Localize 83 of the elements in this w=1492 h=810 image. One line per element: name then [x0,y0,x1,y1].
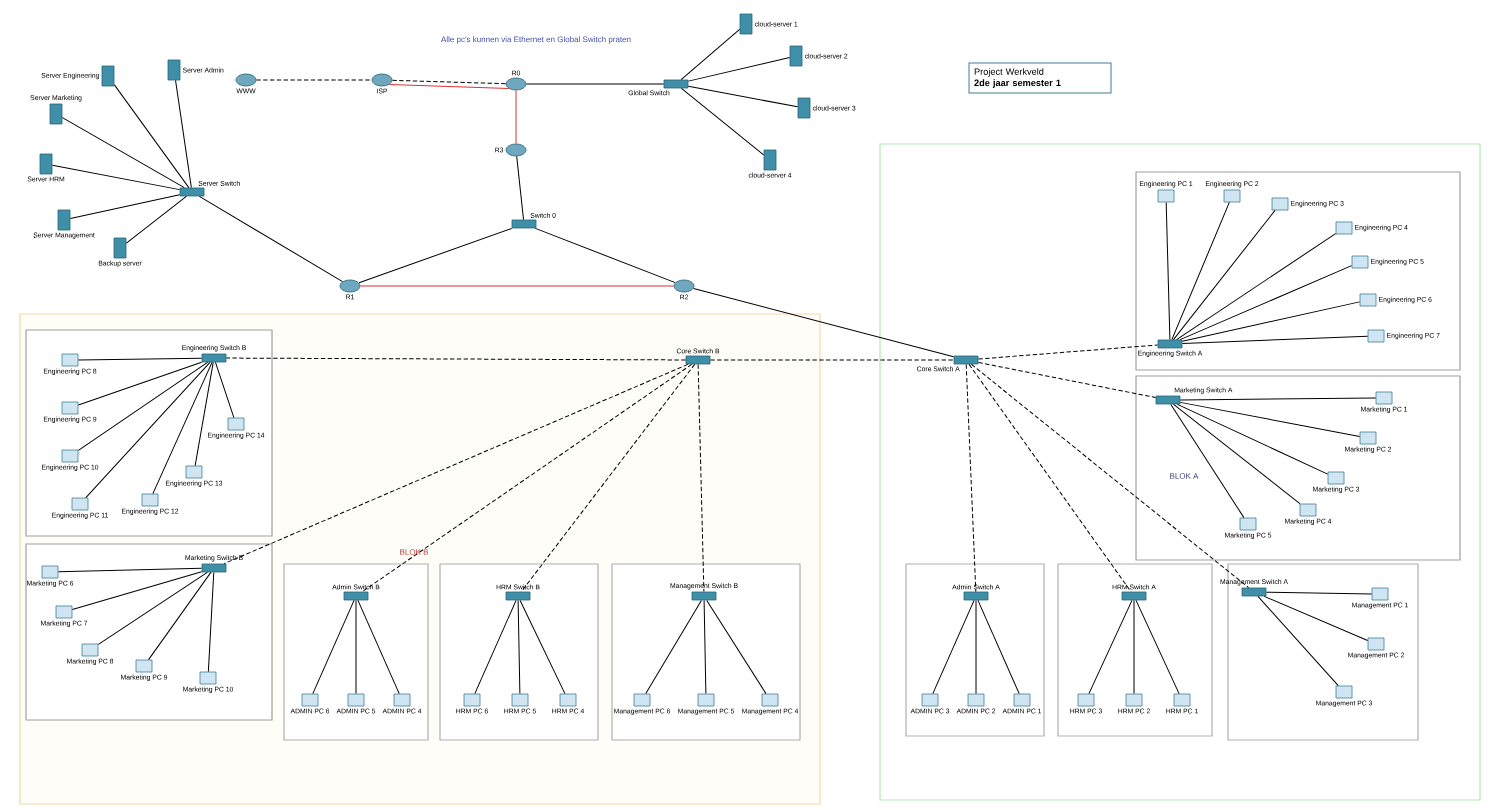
network-link [680,87,765,156]
network-link [175,79,192,189]
network-link [148,571,212,661]
network-link [680,29,741,81]
network-link [706,599,767,695]
network-link [968,363,1132,593]
group-frame [25,329,273,537]
network-link [1179,265,1353,341]
network-link [1170,403,1245,519]
network-link [51,164,181,191]
network-link [97,571,208,645]
network-link [1263,595,1369,641]
group-frame [439,563,599,741]
network-link [965,363,977,593]
network-link [125,195,187,244]
network-link [77,357,203,361]
network-link [1088,599,1133,695]
network-link [1133,599,1135,695]
network-link [1165,201,1171,341]
network-link [1181,335,1369,344]
group-frame [1057,563,1213,737]
network-link [709,359,955,361]
network-link [525,83,665,85]
network-link [391,79,507,85]
network-link [977,361,1157,399]
group-frame [1135,171,1461,371]
group-frame [905,563,1045,737]
network-link [359,285,675,287]
network-link [255,79,373,81]
network-link [1173,403,1301,505]
network-link [85,361,211,499]
network-link [312,599,355,695]
network-link [198,195,344,283]
network-link [474,599,517,695]
network-link [1176,233,1337,341]
network-link [687,85,799,108]
network-link [1135,599,1180,695]
network-link [520,363,696,593]
network-link [697,363,705,593]
network-link [970,363,1250,589]
network-link [361,363,693,593]
network-link [207,571,215,673]
network-link [358,227,513,284]
network-link [1171,201,1230,341]
network-link [355,599,357,695]
network-link [357,599,400,695]
network-link [932,599,975,695]
network-link [519,599,566,695]
network-link [61,117,185,189]
network-link [152,361,213,495]
network-link [77,361,209,451]
network-link [1265,591,1373,595]
network-link [1172,209,1276,341]
network-link [703,599,707,695]
network-link [57,567,203,573]
network-link [223,363,689,565]
network-link [1179,401,1361,437]
network-link [693,288,955,358]
network-link [1257,595,1339,687]
network-link [71,571,203,611]
group-frame [283,563,429,741]
network-link [225,357,687,361]
network-link [977,344,1159,360]
network-link [113,84,190,189]
network-link [1179,397,1377,401]
network-link [534,227,676,284]
network-link [194,361,214,467]
network-link [515,89,517,145]
group-frame [1135,375,1461,561]
group-frame [25,543,273,721]
network-link [517,599,521,695]
network-link [516,155,525,221]
network-link [215,361,235,419]
group-frame [611,563,801,741]
network-link [975,599,977,695]
network-link [977,599,1020,695]
network-link [687,57,791,82]
network-link [645,599,702,695]
network-link [388,84,510,90]
network-link [1177,403,1329,475]
network-link [1181,301,1361,342]
network-link [69,194,181,220]
network-link [77,361,203,406]
